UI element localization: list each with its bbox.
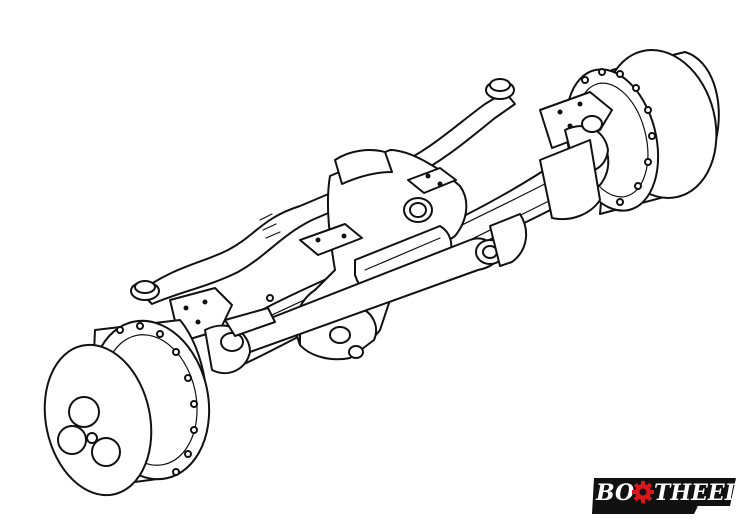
bootheel-reman-logo: BO THEEL REMAN	[588, 476, 738, 516]
logo-text-theel: THEEL	[654, 480, 738, 506]
left-wheel-hub	[43, 319, 211, 497]
mounting-pads	[299, 167, 457, 256]
logo-text-reman: REMAN	[695, 506, 730, 514]
left-hub-bolts	[116, 322, 198, 476]
logo-text-bo: BO	[595, 480, 634, 506]
gear-icon	[632, 481, 654, 503]
logo-background	[592, 478, 736, 514]
right-knuckle	[539, 91, 613, 220]
right-hub-bolts	[581, 68, 656, 206]
lower-link-rod	[239, 213, 528, 353]
logo-badge: BO THEEL REMAN	[592, 478, 738, 514]
